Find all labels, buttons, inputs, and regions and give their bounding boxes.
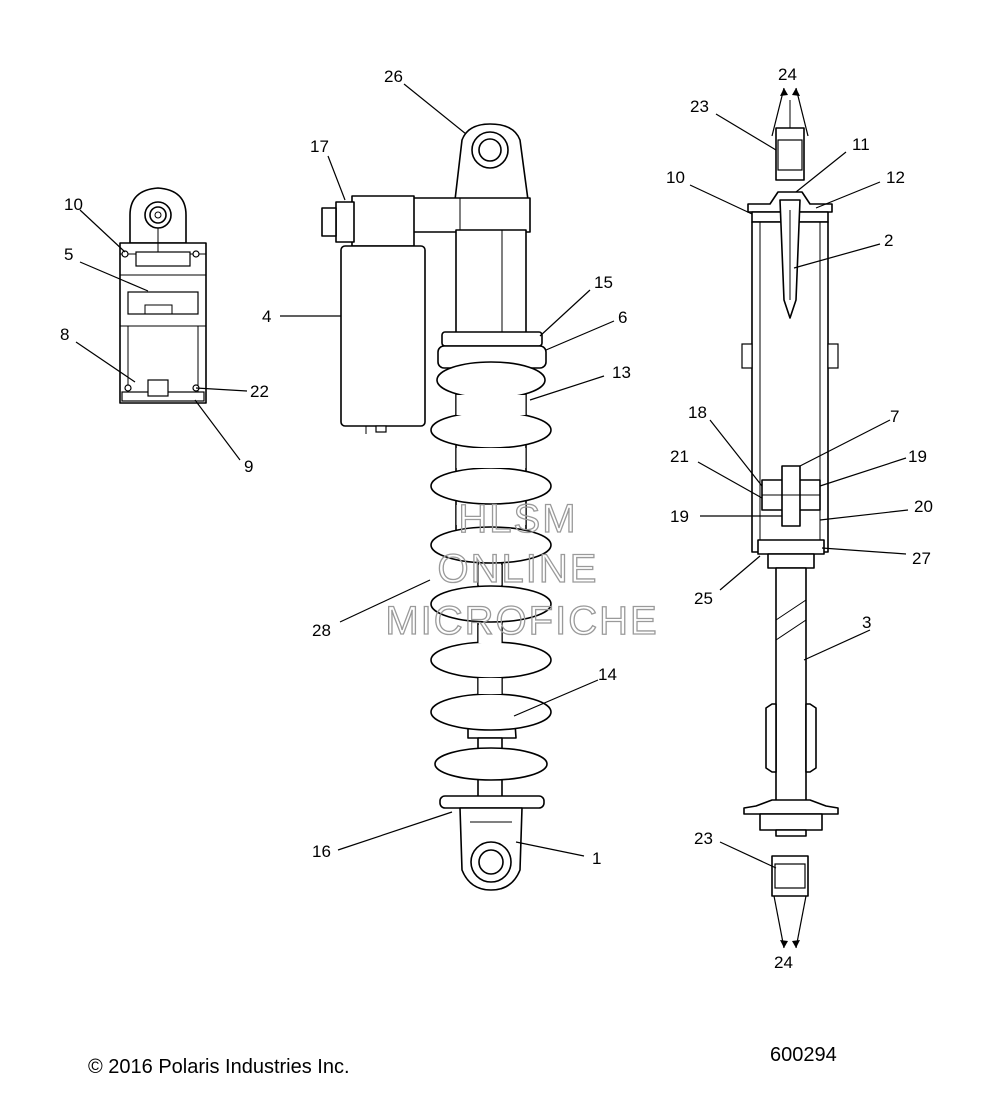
callout-28: 28	[312, 621, 331, 640]
callout-26: 26	[384, 67, 403, 86]
callout-24-top: 24	[778, 65, 797, 84]
watermark-line-1: HLSM	[458, 497, 577, 541]
shock-section-view	[741, 100, 839, 897]
callout-27: 27	[912, 549, 931, 568]
callout-14: 14	[598, 665, 617, 684]
callout-2: 2	[884, 231, 893, 250]
callout-23-top: 23	[690, 97, 709, 116]
callout-9: 9	[244, 457, 253, 476]
callout-8: 8	[60, 325, 69, 344]
reservoir-end-view	[119, 187, 207, 404]
watermark-line-2: ONLINE	[438, 547, 599, 591]
callout-19-left: 19	[670, 507, 689, 526]
callout-20: 20	[914, 497, 933, 516]
callout-16: 16	[312, 842, 331, 861]
callout-15: 15	[594, 273, 613, 292]
callout-24-bottom: 24	[774, 953, 793, 972]
copyright-notice: © 2016 Polaris Industries Inc.	[88, 1056, 350, 1078]
callout-labels: 10 5 8 22 9 26 17 4 15 6 13 14 28 16 1 2…	[60, 65, 933, 972]
callout-10-left: 10	[64, 195, 83, 214]
callout-22: 22	[250, 382, 269, 401]
callout-7: 7	[890, 407, 899, 426]
callout-6: 6	[618, 308, 627, 327]
callout-25: 25	[694, 589, 713, 608]
figure-number: 600294	[770, 1044, 837, 1066]
callout-4: 4	[262, 307, 271, 326]
callout-13: 13	[612, 363, 631, 382]
callout-18: 18	[688, 403, 707, 422]
callout-1: 1	[592, 849, 601, 868]
callout-11: 11	[852, 135, 870, 154]
arrowheads	[780, 88, 800, 948]
callout-23-bottom: 23	[694, 829, 713, 848]
callout-10-right: 10	[666, 168, 685, 187]
watermark: HLSM ONLINE MICROFICHE	[385, 496, 658, 643]
leader-lines	[75, 83, 909, 949]
shock-assembly-view	[321, 123, 552, 891]
callout-3: 3	[862, 613, 871, 632]
watermark-line-3: MICROFICHE	[385, 599, 658, 643]
callout-12: 12	[886, 168, 905, 187]
callout-17: 17	[310, 137, 329, 156]
callout-19-right: 19	[908, 447, 927, 466]
callout-21: 21	[670, 447, 689, 466]
callout-5: 5	[64, 245, 73, 264]
